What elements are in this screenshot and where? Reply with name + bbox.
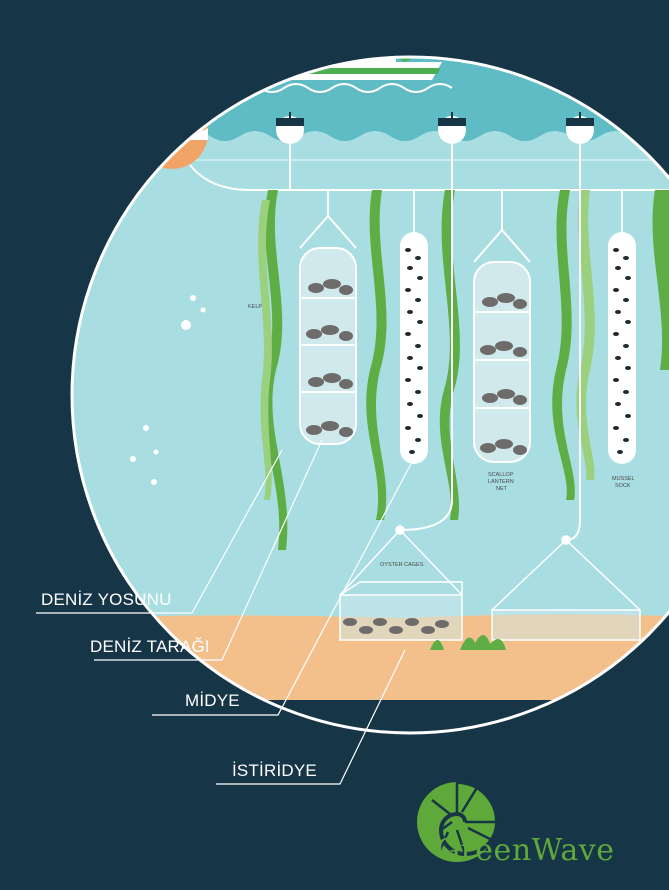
scallop-small-label-3: NET — [496, 486, 508, 492]
label-kelp: DENİZ YOSUNU — [41, 590, 172, 609]
distant-shore — [60, 0, 669, 12]
oyster-cage-2 — [491, 535, 641, 641]
sea-grass — [430, 635, 506, 650]
kelp-strands — [258, 190, 669, 550]
oyster-cages-small-label: OYSTER CAGES — [380, 562, 424, 568]
scallop-small-label-2: LANTERN — [488, 479, 514, 485]
mussel-small-label-1: MUSSEL — [612, 476, 635, 482]
nautilus-shell-icon — [417, 780, 500, 862]
circle-border — [70, 55, 669, 735]
callout-lines — [36, 439, 413, 785]
bubbles — [130, 295, 206, 485]
float-buoys — [276, 112, 594, 190]
label-oyster: İSTİRİDYE — [232, 761, 317, 780]
flag-icon — [120, 57, 172, 76]
oysters — [343, 618, 449, 634]
scallop-lantern-net-2 — [473, 190, 531, 463]
scallop-lantern-net-1 — [299, 190, 357, 445]
marker-buoy — [120, 57, 208, 169]
kelp-small-label: KELP — [248, 304, 262, 310]
mussel-sock-1 — [400, 190, 428, 464]
island-hill — [520, 0, 669, 45]
fishing-boat — [255, 57, 442, 80]
label-scallop: DENİZ TARAĞI — [90, 637, 210, 656]
greenwave-logo-text: GreenWave — [436, 833, 615, 868]
mussel-small-label-2: SOCK — [615, 483, 631, 489]
label-mussel: MİDYE — [185, 691, 240, 710]
longline-rope — [189, 164, 669, 191]
mussel-sock-2 — [608, 190, 636, 464]
scallop-small-label-1: SCALLOP — [488, 472, 514, 478]
